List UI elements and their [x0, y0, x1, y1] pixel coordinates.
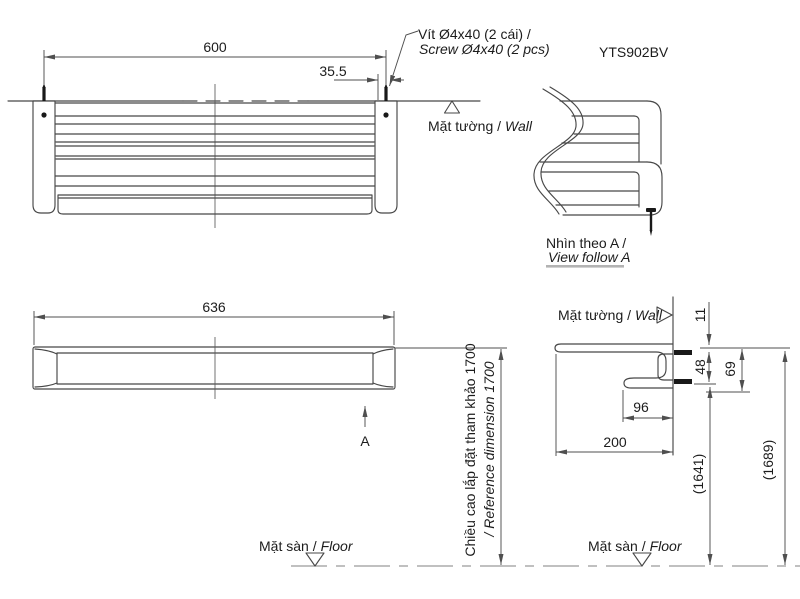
dim-636: 636 [33, 299, 395, 345]
side-view: Nhìn theo A / View follow A [533, 86, 663, 268]
wall-symbol-right-icon [656, 306, 673, 324]
right-screw-icon [384, 83, 388, 101]
section-wall-label: Mặt tường /Wall [558, 307, 663, 323]
wall-symbol-icon [443, 100, 461, 114]
front-wall-label: Mặt tường /Wall [428, 118, 533, 134]
dim-1689-label: (1689) [760, 440, 776, 480]
ref-height-vi: Chiều cao lắp đặt tham khảo 1700 [462, 343, 478, 556]
dim-1689: (1689) [760, 351, 788, 565]
section-profile [554, 343, 674, 389]
right-screw-hole-icon [383, 112, 389, 118]
dim-1641: (1641) [690, 387, 713, 565]
view-arrow-label: A [360, 433, 370, 449]
floor-symbol-right-icon [632, 552, 652, 567]
ref-height-en: / Reference dimension 1700 [481, 361, 497, 537]
side-upper-cap-inner [633, 115, 640, 163]
left-screw-icon [42, 83, 46, 101]
dim-11-label: 11 [692, 308, 708, 323]
mount-pad-bottom-icon [674, 379, 692, 384]
dim-600: 600 [43, 39, 387, 84]
mount-pad-top-icon [674, 350, 692, 355]
side-caption-en: View follow A [548, 249, 630, 265]
dim-200: 200 [556, 434, 673, 455]
plan-outline [32, 346, 396, 390]
floor-symbol-left-icon [305, 552, 325, 567]
floor-left-text: Mặt sàn /Floor [259, 538, 354, 554]
dim-636-label: 636 [202, 299, 226, 315]
side-lower-cap [646, 161, 663, 216]
floor-right-text: Mặt sàn /Floor [588, 538, 683, 554]
dim-600-label: 600 [203, 39, 227, 55]
dim-1641-label: (1641) [690, 454, 706, 494]
break-line-outer [533, 88, 577, 215]
left-screw-hole-icon [41, 112, 47, 118]
screw-note: Vít Ø4x40 (2 cái) / Screw Ø4x40 (2 pcs) [389, 26, 550, 87]
height-reference: Chiều cao lắp đặt tham khảo 1700 / Refer… [395, 343, 507, 565]
break-line-inner [540, 86, 584, 213]
side-upper-cap [646, 100, 662, 165]
dim-48: 48 [692, 352, 712, 382]
front-view: 600 35.5 Vít Ø4x40 (2 cái) / Screw Ø4x40… [7, 26, 669, 228]
side-caption-vi: Nhìn theo A / [546, 235, 626, 251]
front-right-bracket [374, 100, 398, 214]
side-caption-underline [546, 265, 624, 268]
front-view-tray [57, 194, 373, 215]
dim-35-5: 35.5 [319, 63, 404, 100]
dim-35-5-label: 35.5 [319, 63, 346, 79]
product-code: YTS902BV [599, 44, 669, 60]
dim-200-label: 200 [603, 434, 627, 450]
floor-label-left: Mặt sàn /Floor [259, 538, 354, 567]
front-left-bracket [32, 100, 56, 214]
section-view: Mặt tường /Wall 200 96 11 [554, 296, 790, 565]
section-web [657, 353, 674, 381]
dim-96: 96 [623, 399, 673, 421]
floor: Mặt sàn /Floor Mặt sàn /Floor [259, 538, 800, 567]
side-screw-icon [646, 208, 656, 236]
dim-96-label: 96 [633, 399, 649, 415]
front-view-slats [54, 102, 376, 187]
side-view-bars [539, 100, 651, 216]
dim-69-label: 69 [722, 361, 738, 377]
screw-note-vi: Vít Ø4x40 (2 cái) / [418, 26, 531, 42]
dim-69: 69 [722, 349, 745, 391]
dim-48-label: 48 [692, 359, 708, 375]
dim-11: 11 [692, 302, 712, 345]
plan-view: 636 A [32, 299, 396, 449]
view-direction-arrow: A [360, 406, 370, 449]
floor-label-right: Mặt sàn /Floor [588, 538, 683, 567]
side-lower-cap-inner [633, 171, 640, 208]
screw-note-en: Screw Ø4x40 (2 pcs) [419, 41, 550, 57]
